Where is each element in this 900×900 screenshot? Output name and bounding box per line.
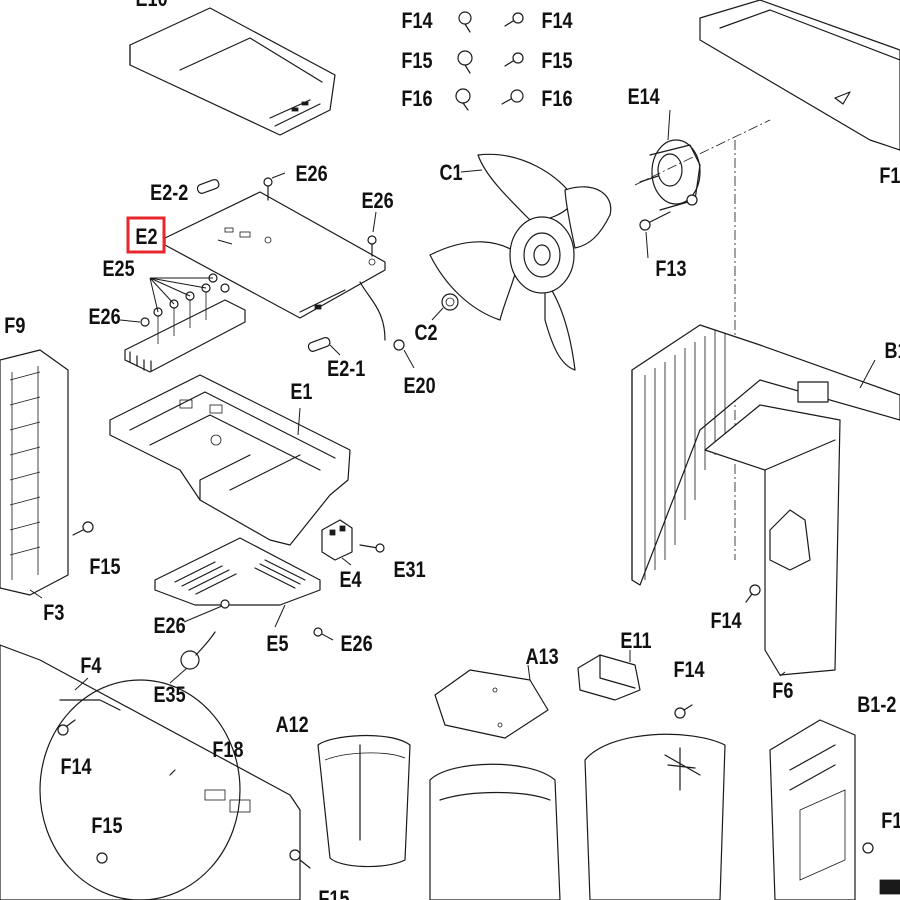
label-f18: F18 xyxy=(212,738,243,762)
part-e10-cover xyxy=(129,7,336,136)
label-b1: B1 xyxy=(885,339,900,363)
part-partition xyxy=(584,733,726,900)
label-e26-1: E26 xyxy=(296,162,328,186)
screw-e26-d xyxy=(313,627,323,637)
label-c1: C1 xyxy=(440,161,463,185)
label-f15-left: F15 xyxy=(401,49,432,73)
part-top-panel xyxy=(699,0,900,151)
label-e26-2: E26 xyxy=(362,189,394,213)
label-f14-left: F14 xyxy=(401,9,433,33)
part-b1-2-plate xyxy=(769,719,856,900)
screw-f16-right xyxy=(501,89,524,105)
part-e14-motor xyxy=(639,139,701,211)
screw-f14-d xyxy=(674,704,693,719)
label-e11: E11 xyxy=(620,629,651,653)
label-f1x: F1 xyxy=(881,809,900,833)
part-c1-fan-blade xyxy=(429,153,612,371)
label-f4: F4 xyxy=(80,654,102,678)
label-f16-right: F16 xyxy=(541,87,572,111)
screw-f14-e xyxy=(745,584,761,603)
part-f4-front-panel xyxy=(0,644,301,900)
label-e2: E2 xyxy=(135,225,157,249)
screw-f1x xyxy=(862,842,874,854)
screw-f14-right xyxy=(504,12,524,27)
part-e5-plate xyxy=(154,537,321,606)
callout-labels: E10 F14 F14 F15 F15 F16 F16 E14 F19 E26 … xyxy=(4,0,900,900)
part-e1-box xyxy=(109,374,351,546)
part-e2-2-fuse xyxy=(196,179,220,194)
part-e35-sensor xyxy=(180,631,216,670)
screw-f14-left xyxy=(458,11,472,33)
label-e20: E20 xyxy=(404,374,436,398)
screw-e31 xyxy=(359,543,385,553)
label-e35: E35 xyxy=(154,683,186,707)
screw-f15-right xyxy=(504,52,524,67)
screw-f15-left xyxy=(457,50,473,74)
label-f15-d: F15 xyxy=(91,814,122,838)
screw-e26-c xyxy=(220,599,230,609)
part-compressor-housing xyxy=(429,763,561,900)
label-e10: E10 xyxy=(136,0,168,11)
screw-e26-b xyxy=(367,235,377,257)
screw-f16-left xyxy=(455,88,471,111)
label-f19: F19 xyxy=(879,164,900,188)
part-f6-bracket xyxy=(704,381,841,676)
label-e31: E31 xyxy=(394,558,426,582)
label-c2: C2 xyxy=(415,321,438,345)
label-f14-c: F14 xyxy=(710,609,742,633)
label-e4: E4 xyxy=(340,568,363,592)
screw-f14-c xyxy=(57,719,76,736)
label-e14: E14 xyxy=(628,85,661,109)
part-e4-terminal xyxy=(321,519,353,561)
label-e26-5: E26 xyxy=(341,632,373,656)
highlight-box-e2 xyxy=(126,216,166,254)
screw-e26-a xyxy=(263,177,273,201)
label-f14-d: F14 xyxy=(673,658,705,682)
label-f9: F9 xyxy=(4,314,25,338)
label-a13: A13 xyxy=(526,645,559,669)
label-e26-4: E26 xyxy=(154,614,186,638)
label-f14-right: F14 xyxy=(541,9,573,33)
label-b1-2: B1-2 xyxy=(857,693,896,717)
label-f15-right: F15 xyxy=(541,49,572,73)
label-f15-c: F15 xyxy=(89,555,120,579)
label-f14-e: F14 xyxy=(60,755,92,779)
part-connector-dark xyxy=(879,879,900,895)
screw-f15-c xyxy=(72,521,94,536)
label-f13: F13 xyxy=(655,257,686,281)
part-f3-grille xyxy=(0,349,69,596)
label-e2-2: E2-2 xyxy=(150,181,188,205)
label-f3: F3 xyxy=(43,601,64,625)
label-e2-1: E2-1 xyxy=(327,357,365,381)
label-e25: E25 xyxy=(103,257,135,281)
label-e26-3: E26 xyxy=(89,305,121,329)
label-f16-left: F16 xyxy=(401,87,432,111)
label-f15-e: F15 xyxy=(318,887,349,900)
part-e2-1-fuse xyxy=(307,337,331,352)
screw-f13 xyxy=(639,211,671,231)
leader-lines xyxy=(29,109,876,691)
label-e5: E5 xyxy=(266,632,288,656)
part-a12-duct xyxy=(317,734,411,868)
label-e1: E1 xyxy=(290,380,312,404)
screw-f15-e xyxy=(289,849,311,869)
label-f6: F6 xyxy=(772,679,793,703)
label-a12: A12 xyxy=(276,713,309,737)
screw-f15-d xyxy=(96,852,108,864)
part-b1-condenser xyxy=(631,324,900,586)
part-a13-plate xyxy=(434,669,549,739)
part-heat-sink xyxy=(124,273,246,373)
nut-c2 xyxy=(441,293,459,311)
part-e11-reactor xyxy=(577,654,641,701)
